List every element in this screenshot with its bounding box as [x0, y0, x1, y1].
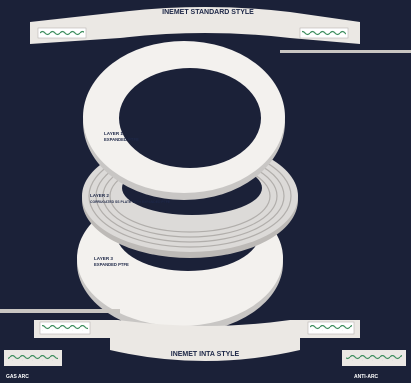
layer-1-sub: EXPANDED PTFE	[104, 137, 139, 142]
bottom-left-strip	[0, 309, 120, 313]
bottom-band-left-wave	[42, 325, 88, 331]
top-band-left-wave	[40, 30, 84, 36]
corner-left-wave	[8, 355, 58, 361]
top-right-strip	[280, 50, 411, 53]
layer-2-sub: CORRUGATED SS PLATE WITH EXPANDED PTFE	[90, 200, 171, 204]
top-band-title: INEMET STANDARD STYLE	[162, 9, 254, 16]
layer-3-label: LAYER 3	[94, 256, 113, 261]
bottom-band-title: INEMET INTA STYLE	[171, 351, 240, 358]
layer-3-sub: EXPANDED PTFE	[94, 262, 129, 267]
ring-1-hole	[119, 68, 261, 168]
layer-2-label: LAYER 2	[90, 193, 109, 198]
layer-1-label: LAYER 1	[104, 131, 123, 136]
bottom-band-right-wave	[310, 325, 352, 331]
corner-right-wave	[346, 355, 402, 361]
top-band-right-wave	[302, 30, 346, 36]
corner-right-label: ANTI-ARC	[354, 374, 379, 380]
corner-left-label: GAS ARC	[6, 374, 29, 380]
ring-layer-1	[83, 41, 285, 200]
